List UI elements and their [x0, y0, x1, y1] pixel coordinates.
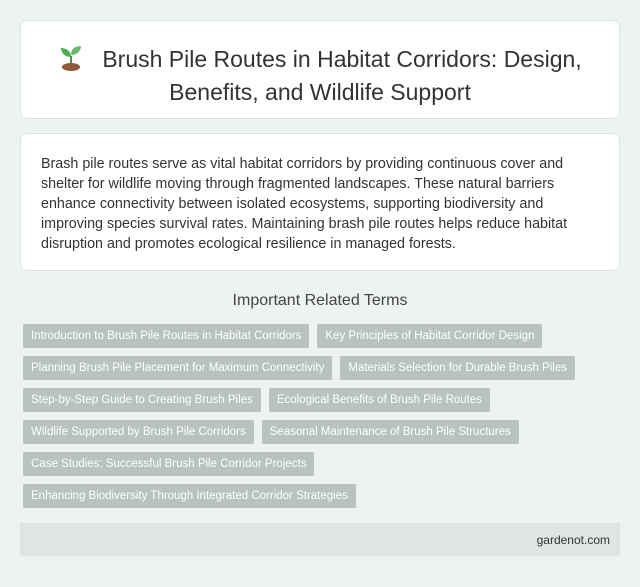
tag-row: Step-by-Step Guide to Creating Brush Pil… — [23, 388, 623, 412]
page-title-line2: Benefits, and Wildlife Support — [169, 79, 471, 105]
related-term-tag[interactable]: Introduction to Brush Pile Routes in Hab… — [23, 324, 310, 348]
related-term-tag[interactable]: Seasonal Maintenance of Brush Pile Struc… — [261, 420, 519, 444]
page-title-line1: Brush Pile Routes in Habitat Corridors: … — [102, 46, 582, 72]
related-terms-heading: Important Related Terms — [232, 292, 408, 309]
footer-site-link[interactable]: gardenot.com — [536, 533, 610, 547]
tag-row: Wildlife Supported by Brush Pile Corrido… — [23, 420, 623, 444]
page-title: Brush Pile Routes in Habitat Corridors: … — [21, 43, 619, 109]
related-term-tag[interactable]: Step-by-Step Guide to Creating Brush Pil… — [23, 388, 261, 412]
title-card: Brush Pile Routes in Habitat Corridors: … — [20, 20, 620, 119]
related-term-tag[interactable]: Key Principles of Habitat Corridor Desig… — [317, 324, 543, 348]
related-term-tag[interactable]: Materials Selection for Durable Brush Pi… — [340, 356, 575, 380]
related-term-tag[interactable]: Wildlife Supported by Brush Pile Corrido… — [23, 420, 254, 444]
sprout-icon — [61, 46, 82, 71]
intro-card: Brash pile routes serve as vital habitat… — [20, 133, 620, 271]
tag-row: Enhancing Biodiversity Through Integrate… — [23, 484, 623, 508]
tag-row: Introduction to Brush Pile Routes in Hab… — [23, 324, 623, 348]
intro-paragraph: Brash pile routes serve as vital habitat… — [41, 156, 568, 252]
tag-row: Planning Brush Pile Placement for Maximu… — [23, 356, 623, 380]
related-term-tag[interactable]: Enhancing Biodiversity Through Integrate… — [23, 484, 356, 508]
tag-row: Case Studies: Successful Brush Pile Corr… — [23, 452, 623, 476]
related-term-tag[interactable]: Case Studies: Successful Brush Pile Corr… — [23, 452, 315, 476]
footer: gardenot.com — [20, 523, 620, 556]
related-terms-list: Introduction to Brush Pile Routes in Hab… — [23, 324, 623, 516]
related-term-tag[interactable]: Planning Brush Pile Placement for Maximu… — [23, 356, 333, 380]
related-term-tag[interactable]: Ecological Benefits of Brush Pile Routes — [268, 388, 491, 412]
